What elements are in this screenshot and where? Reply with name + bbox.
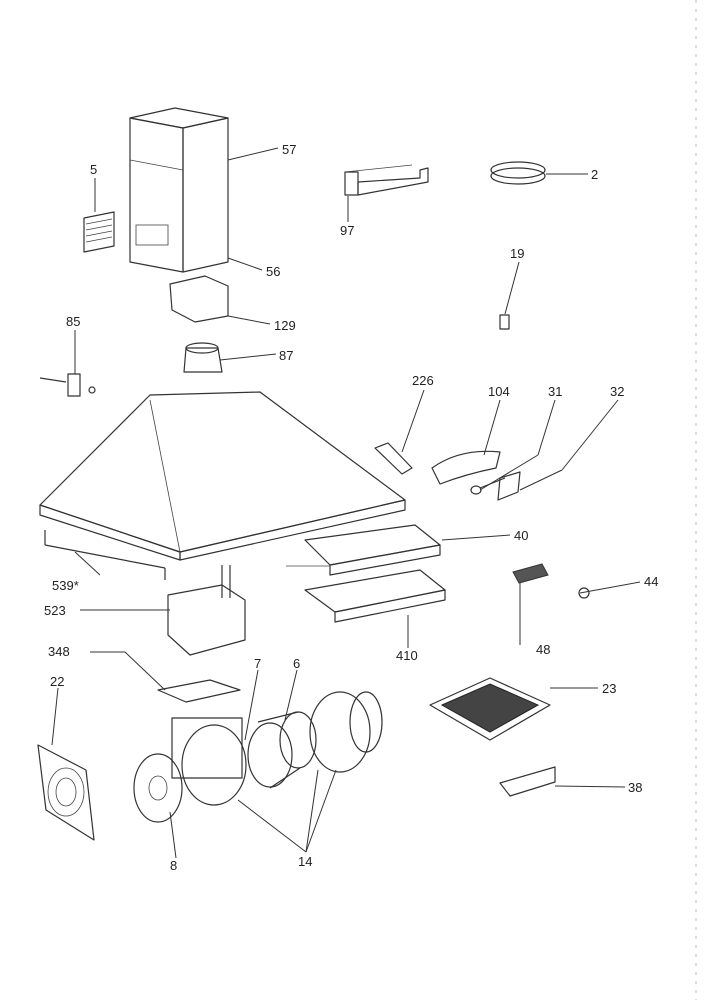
callout-410: 410: [396, 648, 418, 663]
callout-14: 14: [298, 854, 312, 869]
callout-57: 57: [282, 142, 296, 157]
callout-7: 7: [254, 656, 261, 671]
callout-5: 5: [90, 162, 97, 177]
callout-2: 2: [591, 167, 598, 182]
callout-40: 40: [514, 528, 528, 543]
part-32-cover: [497, 471, 521, 501]
callout-19: 19: [510, 246, 524, 261]
callout-348: 348: [48, 644, 70, 659]
callout-23: 23: [602, 681, 616, 696]
leader-lines: [51, 147, 641, 859]
callout-56: 56: [266, 264, 280, 279]
part-348-plate: [157, 679, 241, 703]
callout-104: 104: [488, 384, 510, 399]
part-523-bracket: [167, 565, 246, 656]
part-44-knob: [578, 587, 590, 599]
callout-38: 38: [628, 780, 642, 795]
part-14-fan-housing: [171, 691, 383, 806]
callout-85: 85: [66, 314, 80, 329]
callout-97: 97: [340, 223, 354, 238]
callout-523: 523: [44, 603, 66, 618]
part-87-collar: [183, 342, 223, 373]
callout-48: 48: [536, 642, 550, 657]
callout-44: 44: [644, 574, 658, 589]
part-5-grille: [83, 211, 115, 253]
callout-31: 31: [548, 384, 562, 399]
part-539-rail: [44, 530, 166, 580]
part-38-filter-clip: [499, 766, 556, 797]
part-410-tray: [304, 569, 446, 623]
part-22-grille-frame: [37, 744, 95, 841]
part-104-lens: [431, 450, 501, 485]
part-8-impeller: [133, 753, 183, 823]
callout-6: 6: [293, 656, 300, 671]
part-hood-canopy: [39, 391, 406, 561]
callout-22: 22: [50, 674, 64, 689]
callout-8: 8: [170, 858, 177, 873]
callout-129: 129: [274, 318, 296, 333]
callout-539: 539*: [52, 578, 79, 593]
part-19-lamp: [499, 314, 510, 330]
part-85-bracket: [39, 373, 96, 397]
part-97-bracket: [344, 164, 429, 196]
part-40-control-box: [286, 524, 441, 576]
part-2-cap: [490, 161, 546, 185]
part-48-switch: [512, 563, 549, 584]
part-226-clip: [374, 442, 413, 475]
part-56-duct: [169, 275, 229, 323]
part-57-chimney-cover: [129, 107, 229, 273]
callout-32: 32: [610, 384, 624, 399]
callout-87: 87: [279, 348, 293, 363]
callout-226: 226: [412, 373, 434, 388]
part-6-7-motor: [247, 711, 317, 789]
part-23-grease-filter: [429, 677, 551, 741]
